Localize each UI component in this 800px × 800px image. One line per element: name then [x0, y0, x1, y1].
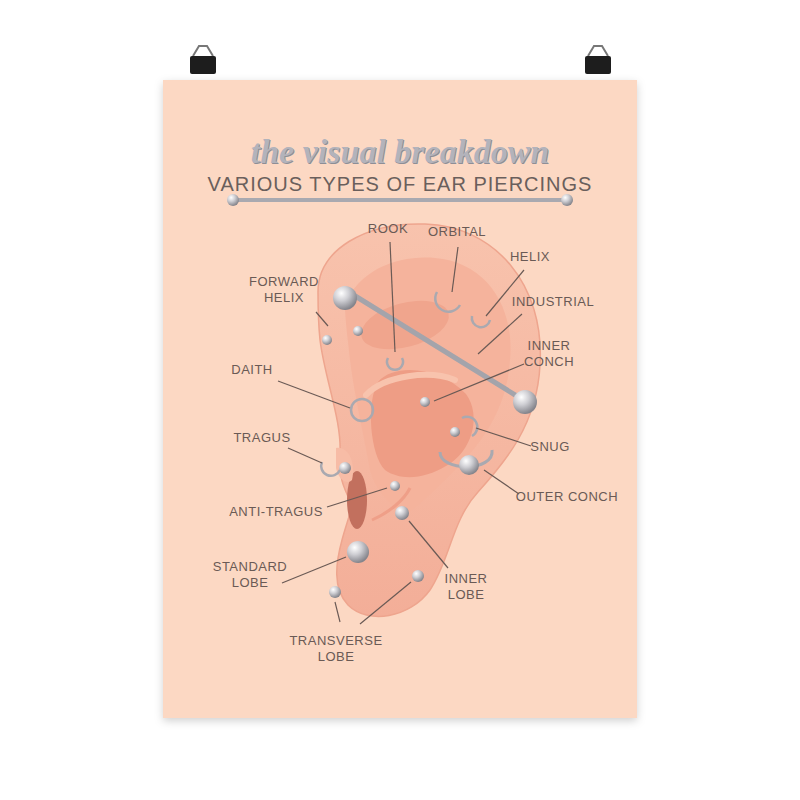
title-bar — [227, 194, 573, 206]
piercing-jewelry — [321, 286, 537, 598]
piercing-label: ROOK — [368, 221, 408, 237]
piercing-label: INNER CONCH — [517, 338, 581, 370]
piercing-label: INNER LOBE — [438, 571, 494, 603]
binder-clip — [190, 46, 611, 74]
poster-sheet — [163, 80, 637, 718]
piercing-label: HELIX — [510, 249, 550, 265]
leader-lines — [278, 242, 531, 624]
piercing-label: INDUSTRIAL — [512, 294, 594, 310]
poster-subtitle: VARIOUS TYPES OF EAR PIERCINGS — [208, 173, 593, 196]
piercing-label: OUTER CONCH — [516, 489, 618, 505]
piercing-label: FORWARD HELIX — [244, 274, 324, 306]
piercing-label: SNUG — [530, 439, 570, 455]
piercing-label: ORBITAL — [428, 224, 486, 240]
piercing-label: TRANSVERSE LOBE — [284, 633, 388, 665]
piercing-label: DAITH — [231, 362, 273, 378]
piercing-label: STANDARD LOBE — [208, 559, 292, 591]
poster-title: the visual breakdown — [251, 133, 549, 171]
piercing-label: ANTI-TRAGUS — [229, 504, 323, 520]
ear — [318, 224, 540, 617]
piercing-label: TRAGUS — [233, 430, 290, 446]
